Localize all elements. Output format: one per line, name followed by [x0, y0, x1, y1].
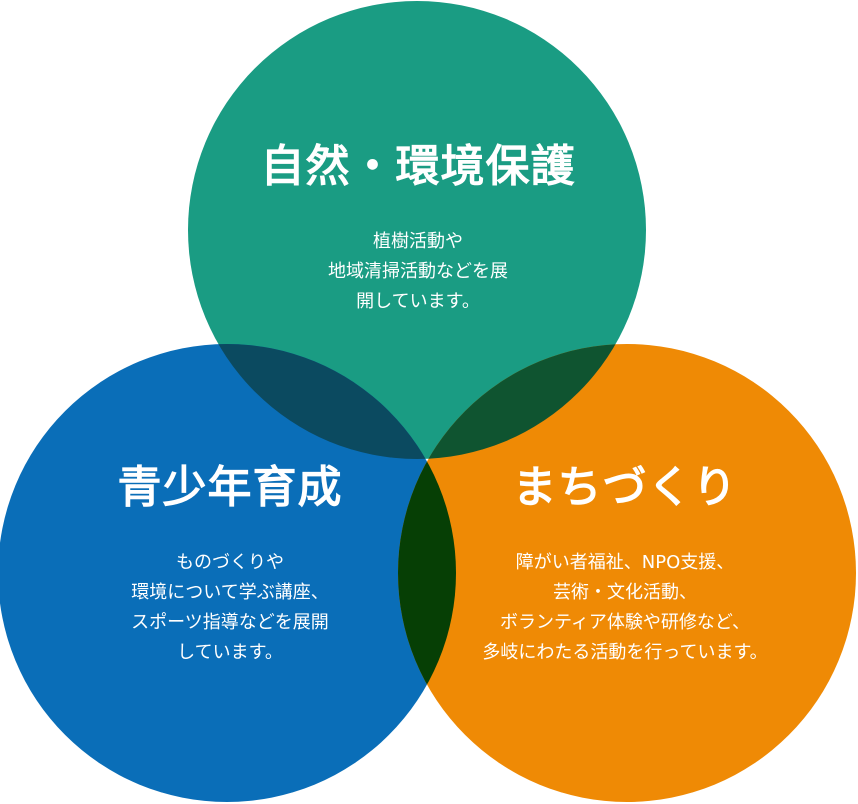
town-description-line: 芸術・文化活動、	[553, 582, 697, 603]
town-description-line: 多岐にわたる活動を行っています。	[482, 642, 768, 663]
youth-description-line: スポーツ指導などを展開	[131, 612, 329, 633]
town-title: まちづくり	[512, 462, 738, 513]
environment-description-line: 植樹活動や	[373, 231, 463, 252]
youth-circle	[0, 344, 456, 802]
youth-title: 青少年育成	[117, 462, 343, 513]
town-description-line: 障がい者福祉、NPO支援、	[515, 552, 735, 573]
youth-description-line: ものづくりや	[176, 552, 284, 573]
environment-description: 植樹活動や 地域清掃活動などを展 開しています。	[228, 227, 608, 317]
environment-title: 自然・環境保護	[260, 141, 576, 192]
town-description: 障がい者福祉、NPO支援、 芸術・文化活動、 ボランティア体験や研修など、 多岐…	[415, 548, 835, 668]
town-description-line: ボランティア体験や研修など、	[499, 612, 751, 633]
environment-circle	[188, 1, 646, 459]
environment-description-line: 地域清掃活動などを展	[328, 261, 508, 282]
town-circle	[398, 344, 856, 802]
youth-description-line: 環境について学ぶ講座、	[131, 582, 329, 603]
youth-description: ものづくりや 環境について学ぶ講座、 スポーツ指導などを展開 しています。	[40, 548, 420, 668]
environment-description-line: 開しています。	[356, 291, 480, 312]
youth-description-line: しています。	[177, 642, 283, 663]
